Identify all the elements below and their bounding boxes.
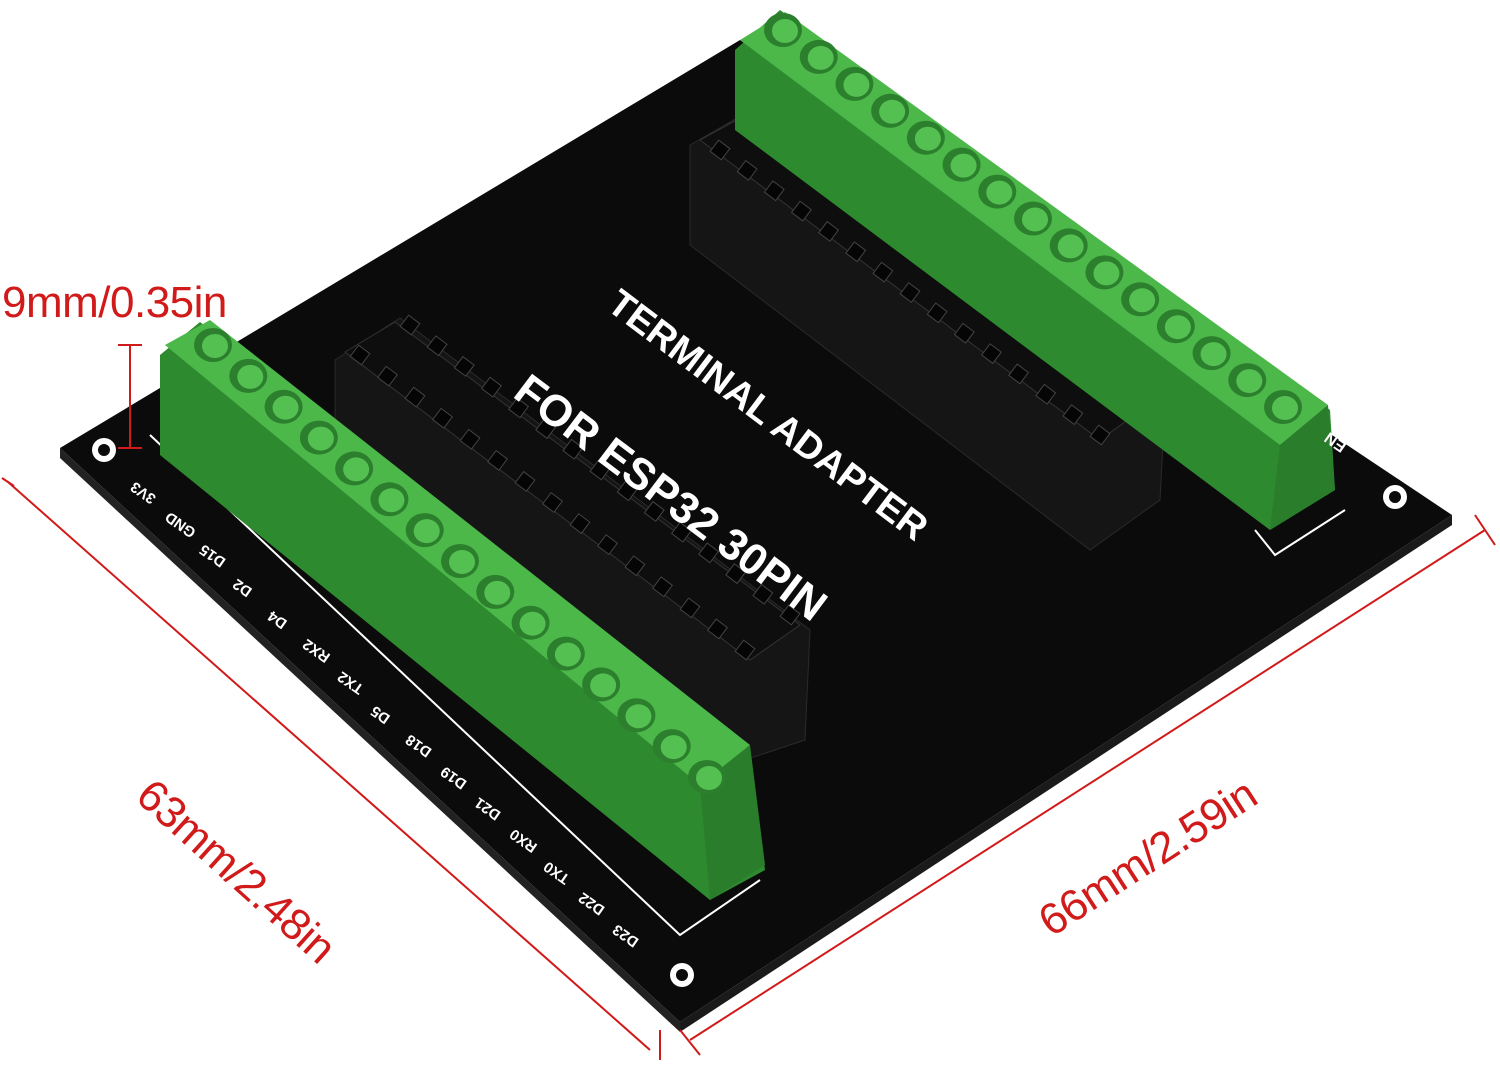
header-hole (459, 428, 481, 450)
pcb-edge-right (680, 515, 1452, 1032)
header-hole (734, 639, 756, 661)
header-hole (562, 438, 584, 460)
header-hole (616, 480, 638, 502)
header-hole (643, 500, 665, 522)
header-hole (404, 386, 426, 408)
header-hole (679, 597, 701, 619)
silk-outline-left (149, 434, 761, 937)
header-pins-left (349, 314, 801, 661)
screw-terminal (299, 420, 338, 455)
header-hole (899, 281, 921, 304)
screw-terminal (1014, 201, 1052, 236)
header-hole (926, 302, 948, 324)
height-dimension-label: 9mm/0.35in (2, 278, 227, 327)
header-hole (763, 180, 785, 202)
screw-terminal (335, 451, 374, 486)
screw-terminal (835, 66, 874, 101)
screw-terminal (1049, 228, 1088, 263)
header-hole (818, 220, 840, 242)
screw-terminal (871, 93, 910, 128)
header-hole (980, 343, 1002, 365)
screw-terminal (799, 39, 838, 74)
header-hole (541, 491, 564, 514)
terminal-screws-right (764, 13, 1302, 424)
screw-terminal (764, 13, 802, 47)
screw-terminal (688, 760, 726, 794)
screw-terminal (1121, 282, 1160, 317)
screw-terminal (194, 328, 232, 362)
screw-terminal (511, 605, 550, 640)
screw-terminal (906, 120, 945, 155)
header-hole (399, 314, 421, 336)
header-hole (709, 139, 731, 161)
header-hole (1089, 424, 1111, 446)
screw-terminal (1264, 390, 1302, 424)
screw-terminal (229, 358, 268, 393)
header-hole (535, 418, 557, 440)
header-hole (845, 241, 867, 263)
header-hole (376, 365, 399, 387)
header-hole (514, 470, 536, 492)
header-hole (736, 159, 758, 181)
header-hole (1062, 404, 1084, 426)
screw-terminal (441, 544, 479, 578)
header-hole (596, 534, 619, 556)
header-hole (426, 335, 448, 357)
header-hole (1035, 383, 1057, 405)
screw-terminal (546, 636, 585, 671)
header-hole (453, 355, 475, 377)
header-hole (790, 200, 812, 222)
screw-terminal (370, 482, 409, 517)
screw-terminal (652, 729, 691, 764)
screw-terminal (405, 513, 444, 548)
header-hole (779, 604, 801, 626)
header-hole (752, 583, 774, 605)
screw-terminal (942, 147, 981, 182)
header-hole (569, 513, 591, 535)
header-hole (589, 459, 611, 481)
header-hole (670, 521, 692, 543)
header-hole (651, 576, 674, 598)
header-hole (698, 542, 720, 564)
screw-terminal (1192, 336, 1231, 371)
pcb-edge (60, 448, 680, 1032)
screw-terminal (264, 389, 303, 424)
screw-terminal (476, 574, 515, 609)
screw-terminal (582, 667, 621, 702)
screw-terminal (1228, 363, 1267, 398)
header-hole (480, 376, 502, 398)
header-hole (508, 397, 530, 419)
header-hole (706, 618, 729, 640)
header-hole (725, 563, 747, 585)
screw-terminal (1085, 255, 1124, 290)
header-hole (486, 449, 509, 471)
terminal-screws-left (194, 328, 726, 794)
header-hole (431, 407, 454, 429)
mounting-holes (92, 438, 1407, 987)
silk-outline-right (1254, 509, 1346, 557)
header-hole (624, 555, 646, 577)
header-hole (1008, 363, 1030, 385)
header-hole (872, 261, 894, 283)
header-hole (349, 344, 371, 366)
screw-terminal (617, 698, 656, 733)
header-hole (953, 322, 975, 344)
screw-terminal (978, 174, 1017, 209)
dimension-lines (1, 344, 1496, 1060)
screw-terminal (1156, 309, 1195, 344)
female-header-left (334, 317, 811, 761)
